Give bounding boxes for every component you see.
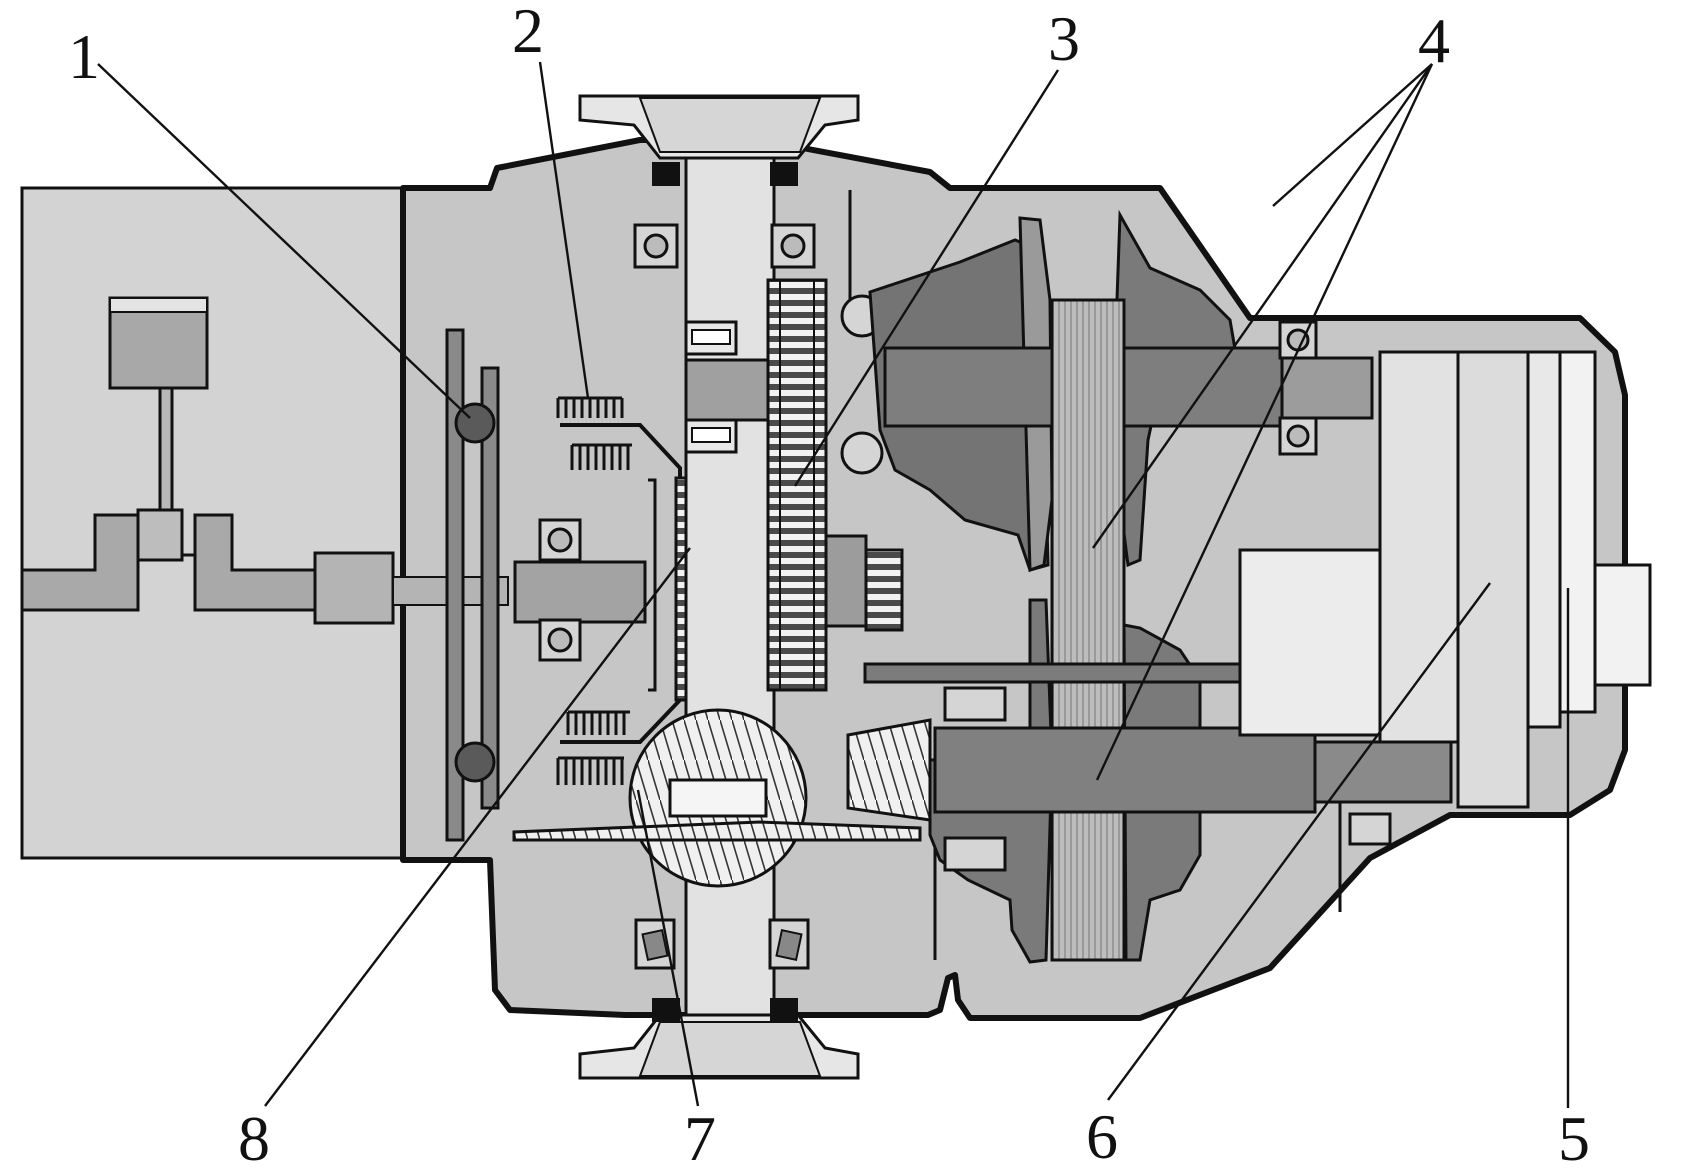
oil-pump bbox=[863, 350, 1652, 809]
callout-leader-lines bbox=[97, 61, 1570, 1108]
chain-drive bbox=[445, 328, 500, 842]
leader-line-8 bbox=[264, 547, 691, 1107]
leader-line-1 bbox=[97, 63, 471, 419]
leader-line-2 bbox=[538, 61, 590, 399]
callout-3: 3 bbox=[1048, 3, 1080, 74]
leader-line-4-3 bbox=[1095, 63, 1434, 781]
leader-line-4-2 bbox=[1092, 63, 1433, 549]
callout-labels: 1 2 3 4 5 6 7 8 bbox=[68, 0, 1590, 1171]
leader-line-3 bbox=[793, 69, 1060, 487]
differential bbox=[512, 708, 932, 888]
callout-4: 4 bbox=[1418, 5, 1450, 76]
callout-5: 5 bbox=[1558, 1103, 1590, 1171]
leader-line-6 bbox=[1107, 582, 1491, 1101]
leader-line-4 bbox=[1272, 63, 1433, 207]
secondary-pulley bbox=[928, 598, 1453, 964]
crankshaft bbox=[20, 296, 509, 625]
callout-7: 7 bbox=[684, 1103, 716, 1171]
callout-8: 8 bbox=[238, 1103, 270, 1171]
push-belt bbox=[1050, 298, 1126, 962]
callout-6: 6 bbox=[1086, 1101, 1118, 1171]
leader-line-7 bbox=[636, 789, 700, 1107]
callout-2: 2 bbox=[512, 0, 544, 66]
callout-1: 1 bbox=[68, 21, 100, 92]
input-shaft bbox=[513, 518, 647, 662]
